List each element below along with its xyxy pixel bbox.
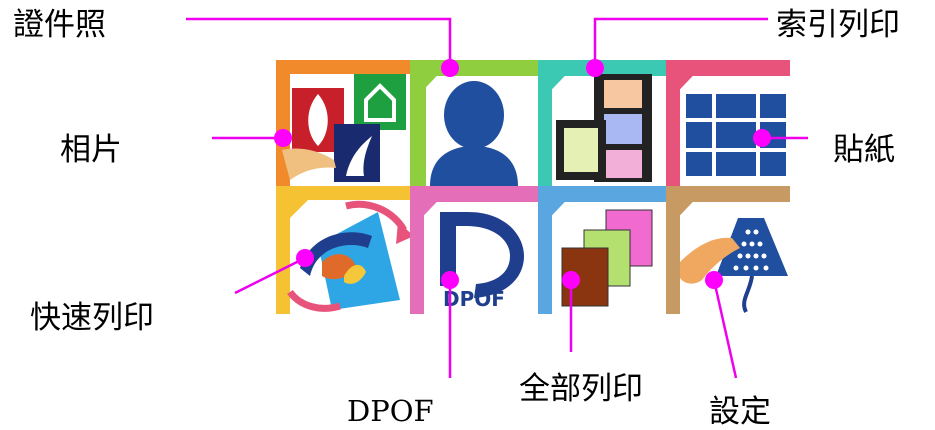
tile-index-print xyxy=(538,60,666,186)
dot-print-all xyxy=(562,271,580,289)
photo-collage-icon xyxy=(282,74,406,182)
dot-sticker xyxy=(753,129,771,147)
tile-dpof: DPOF xyxy=(410,186,538,314)
label-quick-print: 快速列印 xyxy=(30,300,154,336)
label-index-print: 索引列印 xyxy=(776,7,900,43)
tile-photo-id xyxy=(410,60,538,186)
label-photo: 相片 xyxy=(60,132,122,168)
tile-print-all xyxy=(538,186,666,314)
person-silhouette-icon xyxy=(430,81,518,186)
callout-dots xyxy=(274,59,771,289)
callout-leaders xyxy=(186,17,808,379)
leader-quick-print xyxy=(234,256,306,295)
dot-quick-print xyxy=(296,249,314,267)
tile-settings xyxy=(666,186,790,314)
dot-photo-id xyxy=(441,59,459,77)
dpof-logo-icon: DPOF xyxy=(440,212,524,311)
leader-photo-id xyxy=(186,17,452,68)
label-dpof: DPOF xyxy=(347,394,434,428)
sticker-grid-icon xyxy=(686,94,786,176)
label-print-all: 全部列印 xyxy=(519,371,643,407)
label-settings: 設定 xyxy=(709,394,771,430)
dot-dpof xyxy=(441,271,459,289)
leader-settings xyxy=(712,279,738,379)
tile-sticker xyxy=(666,60,790,186)
label-photo-id: 證件照 xyxy=(13,7,106,43)
dot-photo xyxy=(274,129,292,147)
label-sticker: 貼紙 xyxy=(833,132,895,168)
dot-index-print xyxy=(586,59,604,77)
dpof-icon-text: DPOF xyxy=(443,287,505,311)
tile-photo xyxy=(276,60,410,186)
hand-keypad-icon xyxy=(680,218,788,313)
dot-settings xyxy=(705,271,723,289)
quick-print-swirl-icon xyxy=(287,200,414,312)
tile-quick-print xyxy=(276,186,414,314)
leader-index-print xyxy=(593,17,768,68)
film-strip-icon xyxy=(556,74,652,182)
stacked-pages-icon xyxy=(561,209,653,307)
